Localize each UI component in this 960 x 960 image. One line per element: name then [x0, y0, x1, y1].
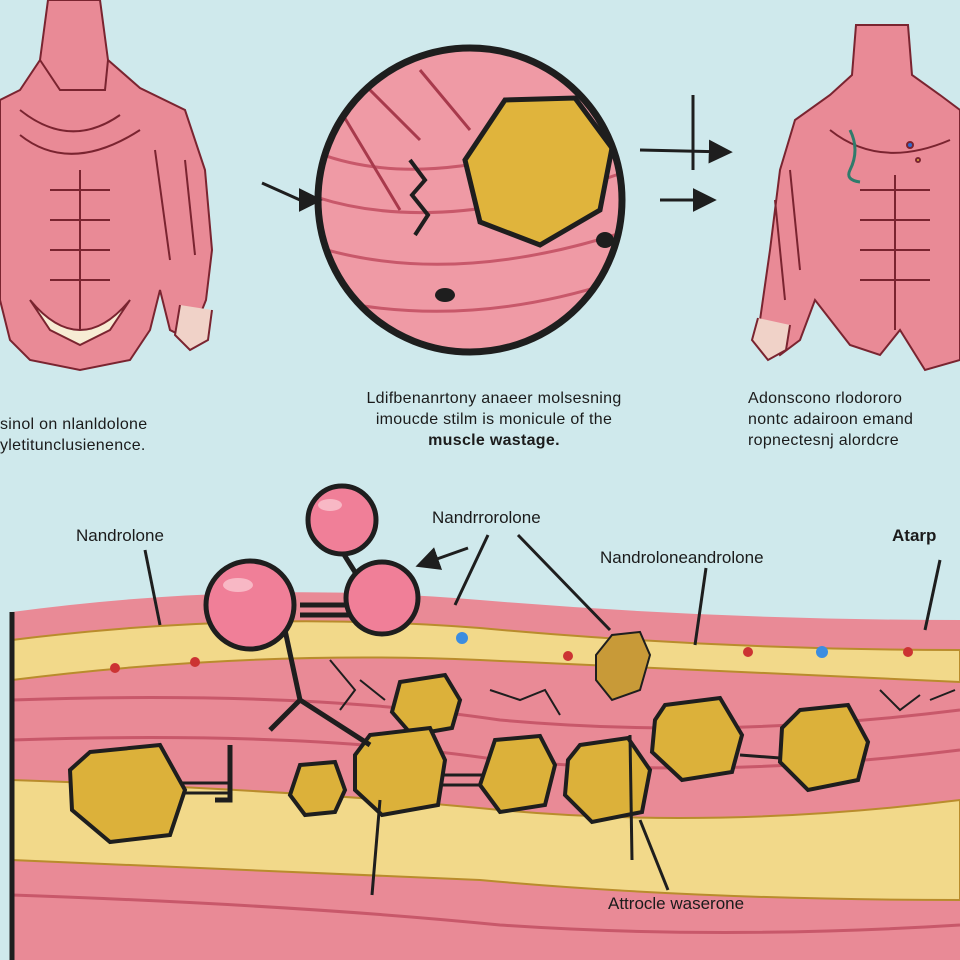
- label-nandrolone: Nandrolone: [76, 526, 164, 545]
- right-muscular-torso-icon: [750, 24, 960, 372]
- left-caption-line-1: sinol on nlanldolone: [0, 416, 148, 433]
- right-caption-line-3: ropnectesnj alordcre: [748, 432, 899, 449]
- center-caption-line-1: Ldifbenanrtony anaeer molsesning: [366, 390, 622, 407]
- right-caption-line-1: Adonscono rlodororo: [748, 390, 903, 407]
- label-atarp: Atarp: [892, 526, 937, 545]
- center-caption-line-2: imoucde stilm is monicule of the: [375, 411, 613, 428]
- label-nandrrorolone: Nandrrorolone: [432, 508, 541, 527]
- gold-molecule-chain: [67, 630, 871, 845]
- center-caption: Ldifbenanrtony anaeer molsesning imoucde…: [304, 388, 684, 451]
- right-caption-line-2: nontc adairoon emand: [748, 411, 914, 428]
- left-muscular-torso-icon: [0, 0, 214, 372]
- arrow-icon: [261, 95, 733, 212]
- left-caption: sinol on nlanldolone yletitunclusienence…: [0, 414, 240, 456]
- left-caption-line-2: yletitunclusienence.: [0, 437, 146, 454]
- label-attrocle-waserone: Attrocle waserone: [608, 894, 745, 913]
- pink-molecule-icon: [203, 483, 421, 803]
- right-caption: Adonscono rlodororo nontc adairoon emand…: [748, 388, 960, 451]
- leader-lines: [143, 533, 942, 896]
- label-nandroloneandrolone: Nandroloneandrolone: [600, 548, 764, 567]
- magnifier-circle-icon: [314, 44, 626, 356]
- center-caption-line-3: muscle wastage.: [428, 432, 560, 449]
